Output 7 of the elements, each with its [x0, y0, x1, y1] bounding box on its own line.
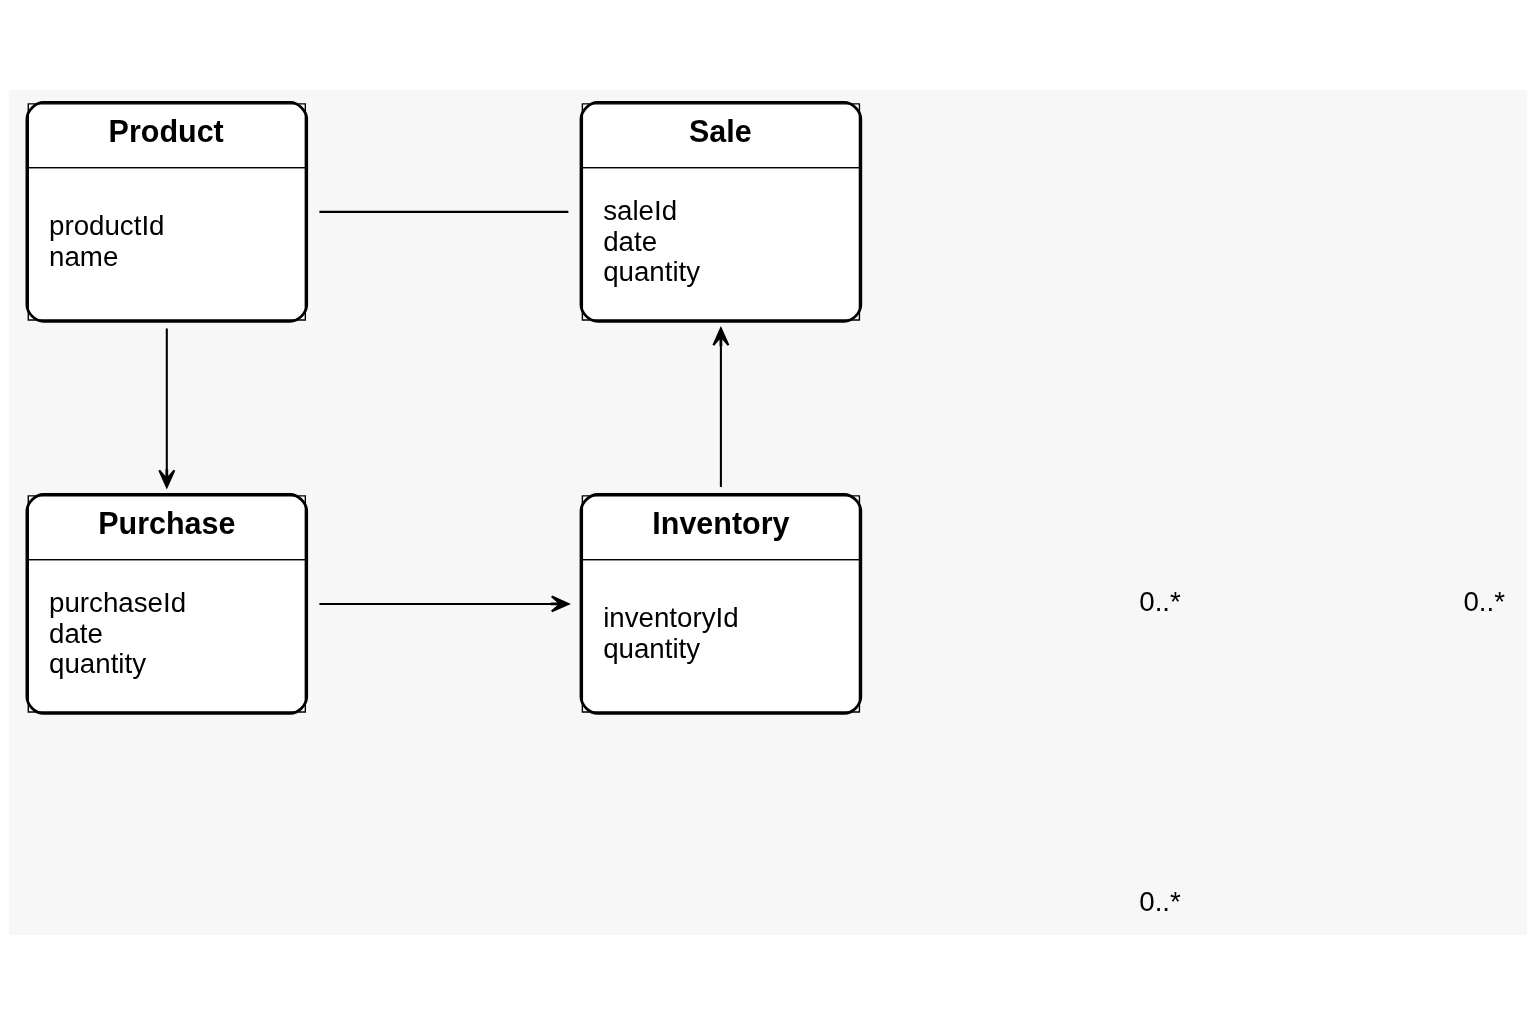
arrow	[319, 594, 570, 612]
arrow	[158, 328, 176, 488]
label: 0..*	[1139, 885, 1181, 917]
arrow	[712, 326, 730, 487]
label: 0..*	[1139, 585, 1181, 617]
connector	[319, 210, 569, 213]
label: 0..*	[1463, 585, 1505, 617]
